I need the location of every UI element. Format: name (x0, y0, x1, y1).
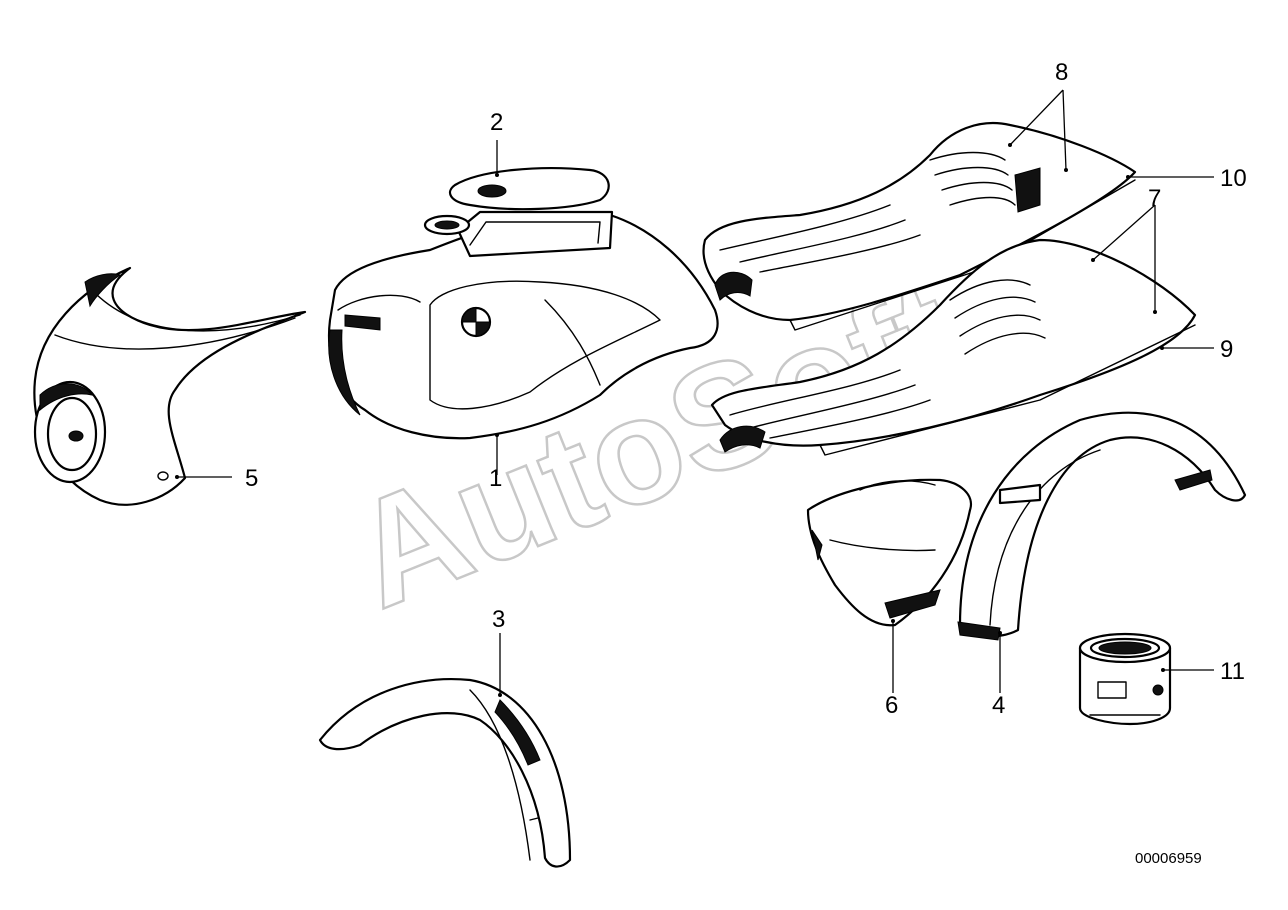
callout-4-label: 4 (992, 692, 1005, 719)
callout-6-label: 6 (885, 692, 898, 719)
callout-11-label: 11 (1220, 658, 1245, 685)
seat-upper-part[interactable] (702, 121, 1137, 331)
callout-2-label: 2 (490, 109, 503, 136)
diagram-id-label: 00006959 (1135, 850, 1202, 867)
callout-7-label: 7 (1148, 185, 1161, 212)
callout-8-label: 8 (1055, 59, 1068, 86)
callout-1-label: 1 (489, 465, 502, 492)
callout-10-label: 10 (1220, 165, 1247, 192)
callout-3-label: 3 (492, 606, 505, 633)
tank-cover-part[interactable] (448, 167, 610, 211)
fuel-tank-part[interactable] (328, 210, 719, 440)
leader-lines (175, 89, 1214, 697)
rear-fender-part[interactable] (957, 411, 1247, 641)
callout-9-label: 9 (1220, 336, 1233, 363)
front-fender-part[interactable] (318, 678, 572, 868)
headlight-fairing-part[interactable] (33, 266, 307, 506)
side-cover-part[interactable] (806, 478, 973, 627)
paint-can-part[interactable] (1078, 632, 1172, 726)
callout-5-label: 5 (245, 465, 258, 492)
seat-lower-part[interactable] (710, 238, 1197, 456)
